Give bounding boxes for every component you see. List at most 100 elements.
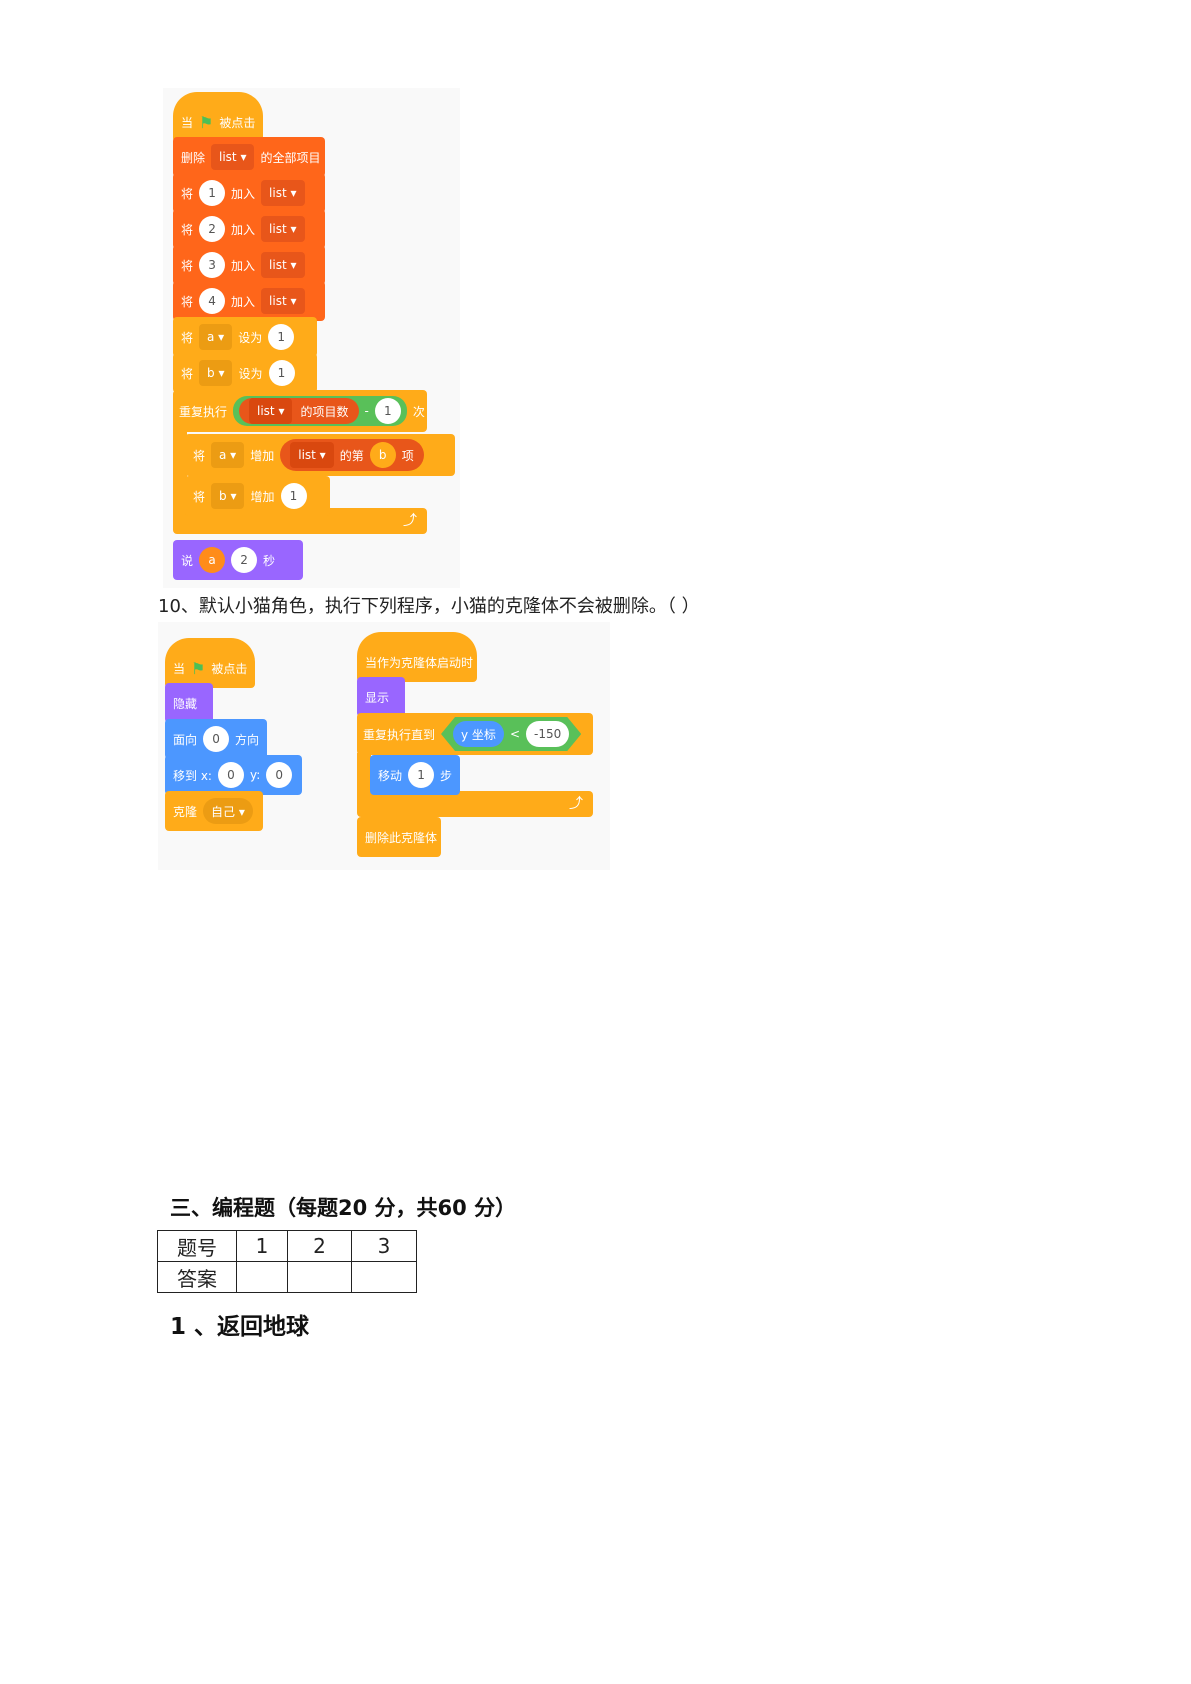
answer-cell[interactable] bbox=[351, 1261, 417, 1293]
repeat-header: 重复执行 list ▾ 的项目数 - 1 次 bbox=[179, 396, 425, 426]
script2-hat-block[interactable]: 当 ⚑ 被点击 bbox=[165, 638, 255, 688]
add-verb: 将 bbox=[181, 294, 194, 309]
list-dropdown[interactable]: list ▾ bbox=[261, 216, 305, 242]
list-dropdown[interactable]: list ▾ bbox=[249, 398, 293, 424]
y-position-reporter[interactable]: y 坐标 bbox=[453, 721, 504, 747]
set-value[interactable]: 1 bbox=[268, 324, 295, 350]
change-verb: 将 bbox=[193, 489, 206, 504]
set-verb: 将 bbox=[181, 366, 194, 381]
set-value[interactable]: 1 bbox=[268, 360, 295, 386]
list-dropdown[interactable]: list ▾ bbox=[261, 180, 305, 206]
change-a-block[interactable]: 将 a ▾ 增加 list ▾ 的第 b 项 bbox=[185, 434, 455, 476]
change-b-block[interactable]: 将 b ▾ 增加 1 bbox=[185, 476, 330, 516]
say-label: 说 bbox=[181, 553, 194, 568]
set-a-block[interactable]: 将 a ▾ 设为 1 bbox=[173, 317, 317, 357]
delete-all-block[interactable]: 删除 list ▾ 的全部项目 bbox=[173, 137, 325, 177]
green-flag-icon: ⚑ bbox=[191, 658, 206, 678]
repeat-until-header: 重复执行直到 y 坐标 < -150 bbox=[363, 717, 581, 751]
set-b-block[interactable]: 将 b ▾ 设为 1 bbox=[173, 353, 317, 393]
show-block[interactable]: 显示 bbox=[357, 677, 405, 717]
repeat-until-label: 重复执行直到 bbox=[363, 727, 436, 742]
less-than-operator[interactable]: y 坐标 < -150 bbox=[441, 717, 581, 751]
var-dropdown[interactable]: a ▾ bbox=[211, 442, 245, 468]
question-1-title: 1 、返回地球 bbox=[170, 1314, 310, 1340]
move-suffix: 步 bbox=[440, 768, 453, 783]
table-cell: 答案 bbox=[157, 1261, 237, 1293]
point-label: 面向 bbox=[173, 732, 198, 747]
goto-label: 移到 x: bbox=[173, 768, 212, 783]
move-value[interactable]: 1 bbox=[408, 762, 435, 788]
delete-clone-block[interactable]: 删除此克隆体 bbox=[357, 817, 441, 857]
y-value[interactable]: 0 bbox=[266, 762, 293, 788]
change-verb: 将 bbox=[193, 448, 206, 463]
table-cell: 3 bbox=[351, 1230, 417, 1262]
repeat-side bbox=[173, 430, 187, 510]
var-dropdown[interactable]: b ▾ bbox=[211, 483, 245, 509]
add-value[interactable]: 3 bbox=[199, 252, 226, 278]
table-cell: 1 bbox=[236, 1230, 288, 1262]
compare-value[interactable]: -150 bbox=[526, 721, 569, 747]
list-dropdown[interactable]: list ▾ bbox=[211, 144, 255, 170]
add-mid: 加入 bbox=[231, 294, 256, 309]
secs-value[interactable]: 2 bbox=[231, 547, 258, 573]
point-suffix: 方向 bbox=[235, 732, 260, 747]
add-block-1[interactable]: 将 1 加入 list ▾ bbox=[173, 173, 325, 213]
script3-hat-block[interactable]: 当作为克隆体启动时 bbox=[357, 632, 477, 682]
list-dropdown[interactable]: list ▾ bbox=[261, 288, 305, 314]
answer-cell[interactable] bbox=[287, 1261, 352, 1293]
move-block[interactable]: 移动 1 步 bbox=[370, 755, 460, 795]
list-dropdown[interactable]: list ▾ bbox=[261, 252, 305, 278]
move-label: 移动 bbox=[378, 768, 403, 783]
delete-clone-label: 删除此克隆体 bbox=[365, 830, 438, 845]
add-value[interactable]: 4 bbox=[199, 288, 226, 314]
minus-operator[interactable]: list ▾ 的项目数 - 1 bbox=[233, 396, 407, 426]
list-length-reporter[interactable]: list ▾ 的项目数 bbox=[239, 398, 359, 424]
green-flag-icon: ⚑ bbox=[199, 112, 214, 132]
section-heading: 三、编程题（每题20 分，共60 分） bbox=[170, 1196, 517, 1220]
point-direction-block[interactable]: 面向 0 方向 bbox=[165, 719, 267, 759]
hide-block[interactable]: 隐藏 bbox=[165, 683, 213, 723]
clone-start-label: 当作为克隆体启动时 bbox=[365, 655, 474, 670]
minus-sign: - bbox=[364, 404, 369, 418]
loop-arrow-icon: ⤴ bbox=[569, 796, 583, 812]
answer-cell[interactable] bbox=[236, 1261, 288, 1293]
var-reporter[interactable]: a bbox=[199, 547, 226, 573]
repeat-until-bottom: ⤴ bbox=[357, 791, 593, 817]
clone-label: 克隆 bbox=[173, 804, 198, 819]
table-cell: 题号 bbox=[157, 1230, 237, 1262]
var-dropdown[interactable]: a ▾ bbox=[199, 324, 233, 350]
delete-label: 删除 bbox=[181, 150, 206, 165]
change-value[interactable]: 1 bbox=[280, 483, 307, 509]
hat-clicked-label: 被点击 bbox=[211, 661, 248, 676]
add-block-2[interactable]: 将 2 加入 list ▾ bbox=[173, 209, 325, 249]
add-verb: 将 bbox=[181, 186, 194, 201]
add-verb: 将 bbox=[181, 258, 194, 273]
list-dropdown[interactable]: list ▾ bbox=[290, 442, 334, 468]
secs-suffix: 秒 bbox=[263, 553, 276, 568]
direction-value[interactable]: 0 bbox=[203, 726, 230, 752]
repeat-label: 重复执行 bbox=[179, 404, 228, 419]
delete-suffix: 的全部项目 bbox=[260, 150, 321, 165]
set-mid: 设为 bbox=[238, 366, 263, 381]
table-row: 题号 1 2 3 bbox=[157, 1230, 417, 1262]
add-value[interactable]: 1 bbox=[199, 180, 226, 206]
x-value[interactable]: 0 bbox=[217, 762, 244, 788]
add-value[interactable]: 2 bbox=[199, 216, 226, 242]
var-dropdown[interactable]: b ▾ bbox=[199, 360, 233, 386]
add-block-3[interactable]: 将 3 加入 list ▾ bbox=[173, 245, 325, 285]
item-label: 的第 bbox=[339, 448, 364, 463]
table-row: 答案 bbox=[157, 1261, 417, 1293]
script1-hat-block[interactable]: 当 ⚑ 被点击 bbox=[173, 92, 263, 142]
say-block[interactable]: 说 a 2 秒 bbox=[173, 540, 303, 580]
item-of-list-reporter[interactable]: list ▾ 的第 b 项 bbox=[280, 439, 424, 471]
clone-block[interactable]: 克隆 自己 ▾ bbox=[165, 791, 263, 831]
index-reporter[interactable]: b bbox=[369, 442, 396, 468]
goto-xy-block[interactable]: 移到 x: 0 y: 0 bbox=[165, 755, 302, 795]
add-block-4[interactable]: 将 4 加入 list ▾ bbox=[173, 281, 325, 321]
minus-value[interactable]: 1 bbox=[374, 398, 401, 424]
clone-target-dropdown[interactable]: 自己 ▾ bbox=[203, 798, 253, 824]
hide-label: 隐藏 bbox=[173, 696, 198, 711]
add-mid: 加入 bbox=[231, 258, 256, 273]
change-mid: 增加 bbox=[250, 448, 275, 463]
show-label: 显示 bbox=[365, 690, 390, 705]
